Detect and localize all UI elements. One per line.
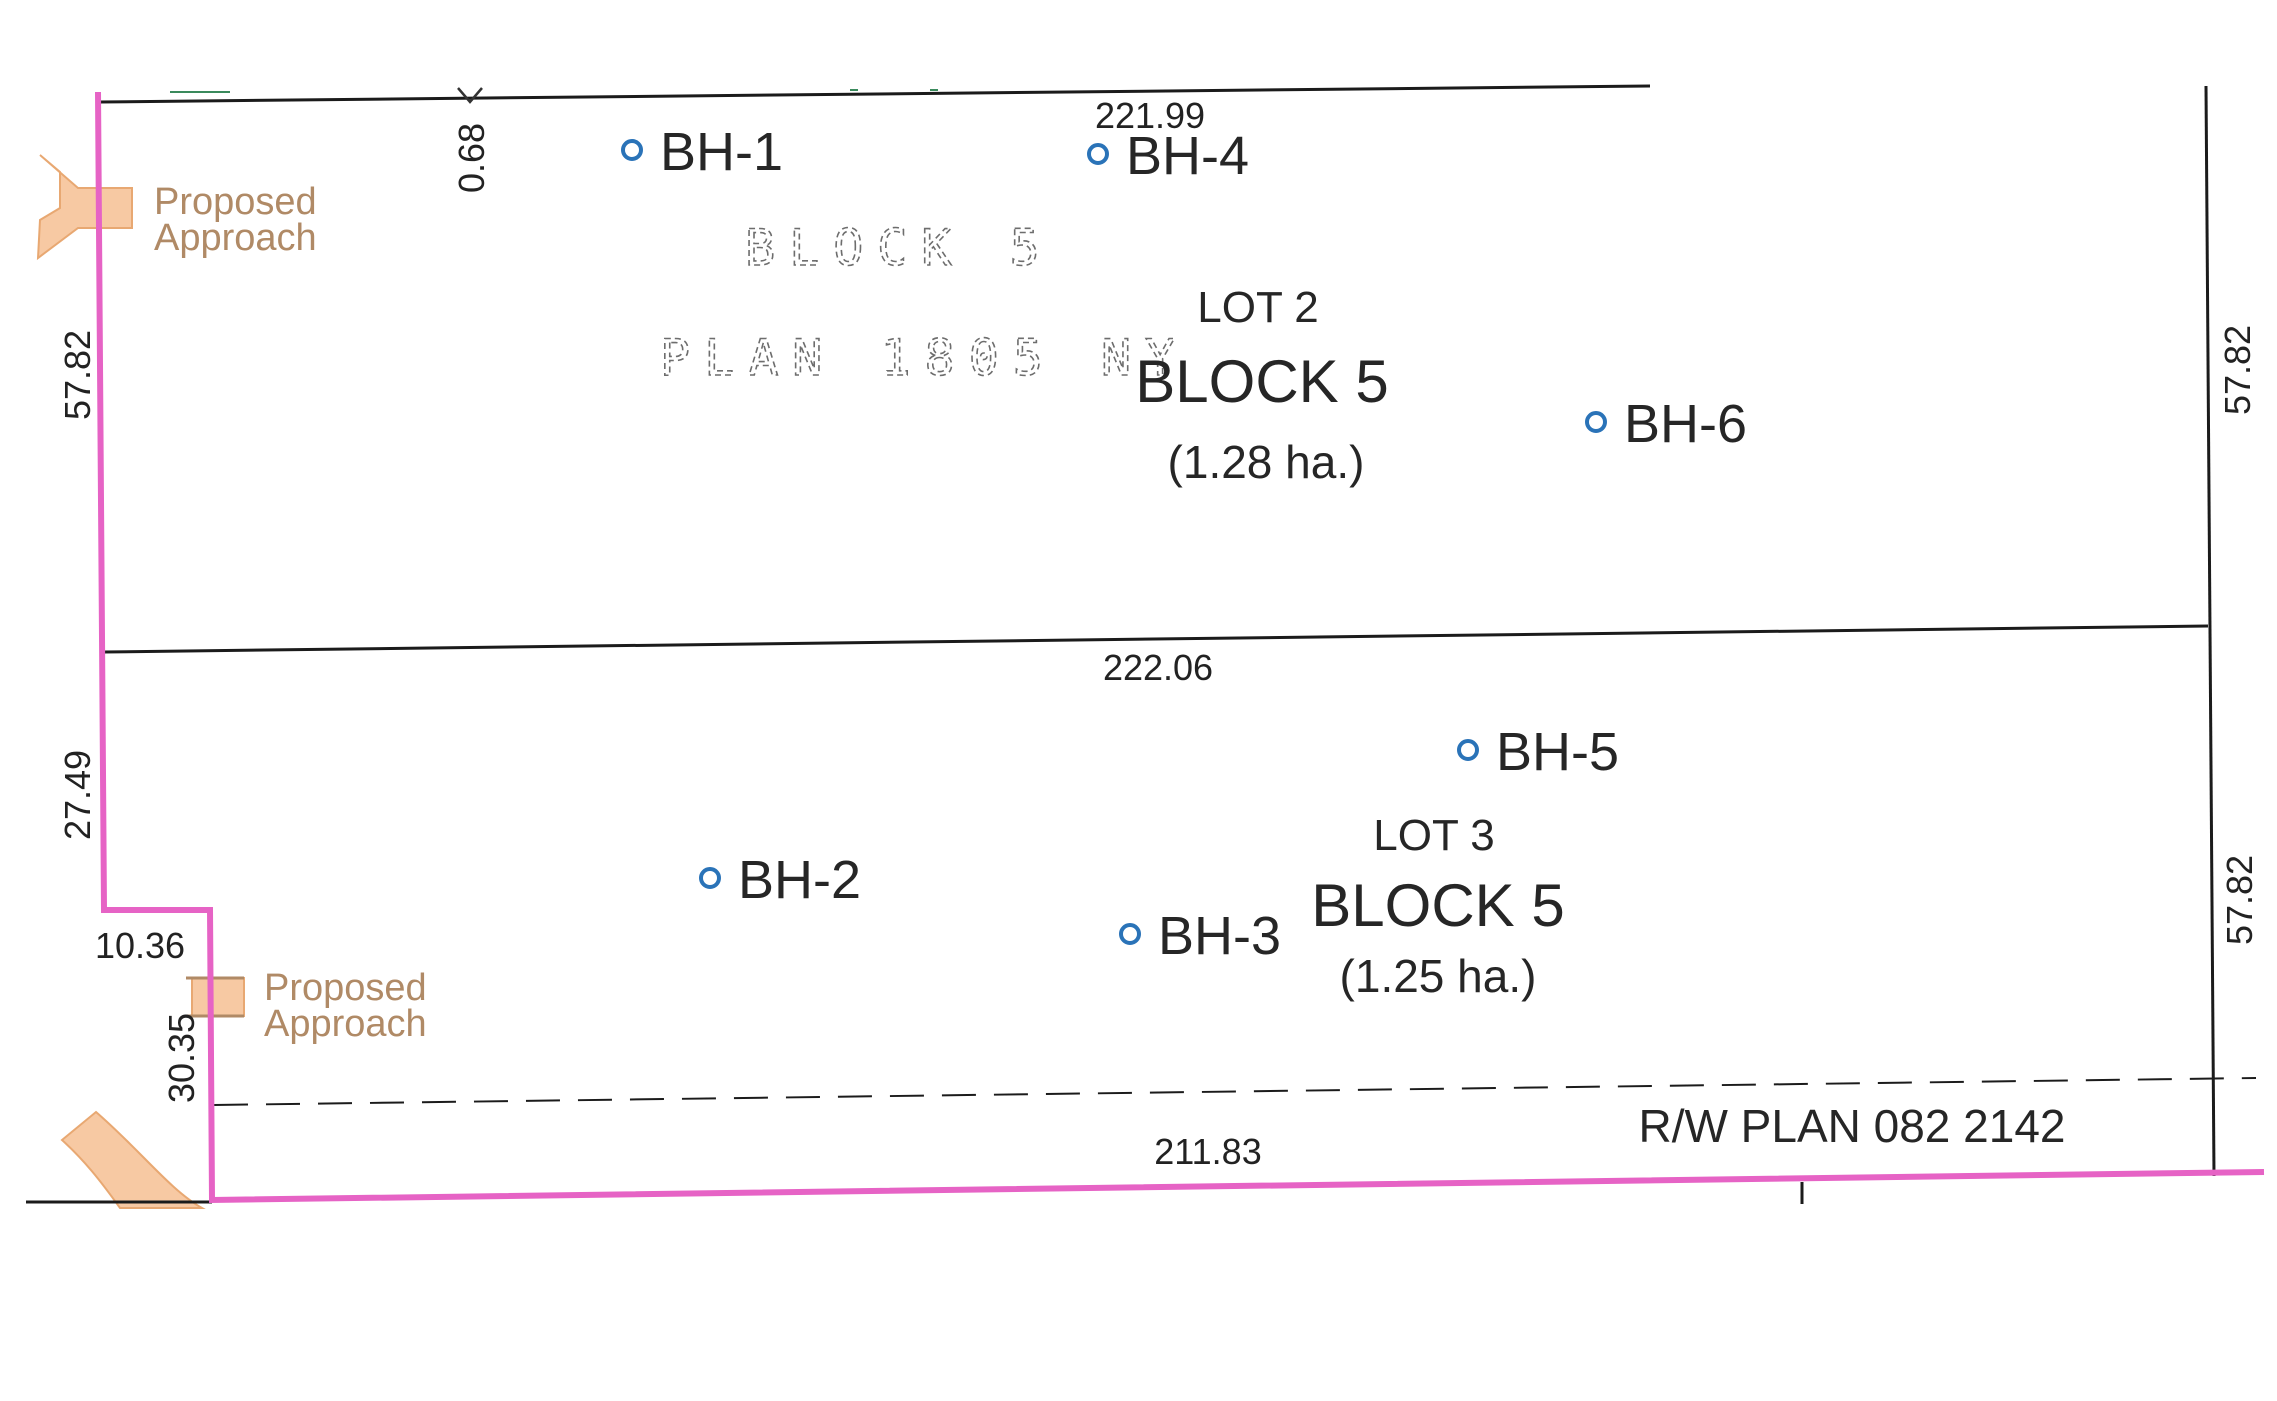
lot2-area-label: (1.28 ha.) [1168, 436, 1365, 488]
road-curve-symbol [60, 1110, 206, 1209]
dimension-west-lower: 27.49 [57, 750, 98, 840]
lot3-lot-label: LOT 3 [1373, 811, 1494, 860]
row-boundary-dashed [213, 1077, 2257, 1106]
background-plan-labels: BLOCK 5 PLAN 1805 NY [659, 218, 1189, 388]
lot2-block-label: BLOCK 5 [1135, 348, 1388, 415]
borehole-marker [621, 139, 643, 161]
ghost-plan-label: PLAN 1805 NY [660, 329, 1189, 387]
lot3-area-label: (1.25 ha.) [1340, 950, 1537, 1002]
lot-lines [26, 84, 2257, 1204]
borehole-bh-2: BH-2 [699, 850, 861, 910]
boreholes: BH-1 BH-2 BH-3 BH-4 BH-5 BH-6 [621, 122, 1747, 966]
borehole-marker [1087, 143, 1109, 165]
dimension-labels: 221.99 222.06 211.83 57.82 27.49 10.36 3… [57, 95, 2260, 1172]
dimension-middle: 222.06 [1103, 647, 1213, 688]
borehole-label: BH-6 [1624, 394, 1747, 454]
property-boundary [95, 91, 2265, 1204]
borehole-marker [1457, 739, 1479, 761]
borehole-label: BH-1 [660, 122, 783, 182]
borehole-bh-4: BH-4 [1087, 126, 1249, 186]
borehole-label: BH-5 [1496, 722, 1619, 782]
offset-tick-mark [457, 87, 483, 104]
dimension-north: 221.99 [1095, 95, 1205, 136]
approach-label-south-line1: Proposed [264, 967, 427, 1009]
approach-symbol-north [36, 154, 133, 261]
borehole-marker [1585, 411, 1607, 433]
borehole-label: BH-3 [1158, 906, 1281, 966]
dimension-jog-width: 10.36 [95, 925, 185, 966]
middle-lot-line [103, 624, 2209, 654]
lot3-block-label: BLOCK 5 [1311, 872, 1564, 939]
borehole-bh-5: BH-5 [1457, 722, 1619, 782]
borehole-bh-6: BH-6 [1585, 394, 1747, 454]
north-lot-line [99, 84, 1651, 104]
borehole-bh-3: BH-3 [1119, 906, 1281, 966]
approach-flare-south [191, 977, 245, 1017]
borehole-marker [699, 867, 721, 889]
right-of-way-label: R/W PLAN 082 2142 [1638, 1100, 2065, 1152]
east-lot-line [2204, 85, 2216, 1177]
road-curve [60, 1110, 206, 1209]
ghost-block-label: BLOCK 5 [745, 219, 1054, 277]
lot3-labels: LOT 3 BLOCK 5 (1.25 ha.) [1311, 811, 1564, 1002]
dimension-west-upper: 57.82 [57, 330, 98, 420]
dimension-east-lower: 57.82 [2219, 855, 2260, 945]
dimension-offset: 0.68 [451, 123, 492, 193]
dimension-east-upper: 57.82 [2217, 325, 2258, 415]
borehole-label: BH-2 [738, 850, 861, 910]
borehole-bh-1: BH-1 [621, 122, 783, 182]
approach-symbol-south [186, 976, 245, 1018]
borehole-label: BH-4 [1126, 126, 1249, 186]
approach-label-north-line2: Approach [154, 217, 317, 259]
approach-label-south-line2: Approach [264, 1003, 427, 1045]
dimension-jog-height: 30.35 [161, 1013, 202, 1103]
dimension-south: 211.83 [1154, 1131, 1261, 1172]
approach-labels: Proposed Approach Proposed Approach [154, 181, 427, 1045]
lot2-labels: LOT 2 BLOCK 5 (1.28 ha.) [1135, 283, 1388, 488]
approach-label-north-line1: Proposed [154, 181, 317, 223]
borehole-marker [1119, 923, 1141, 945]
approach-flare-north [36, 154, 133, 261]
lot2-lot-label: LOT 2 [1197, 283, 1318, 332]
